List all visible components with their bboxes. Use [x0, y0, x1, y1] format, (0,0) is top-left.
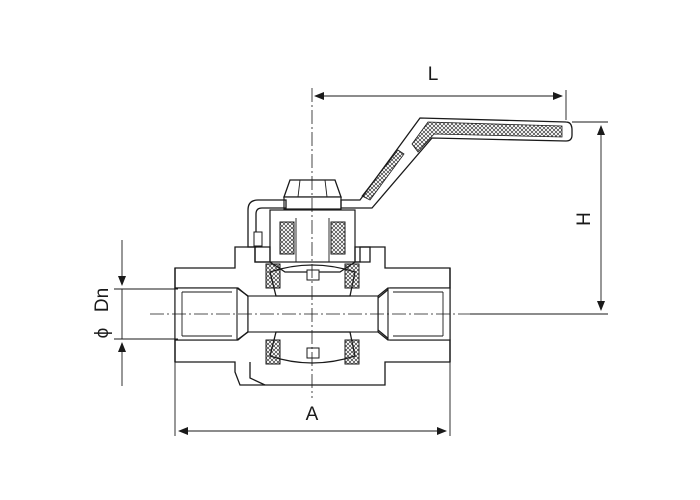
dimension-bore: Dn ϕ — [92, 240, 178, 386]
dimension-height: H — [470, 121, 608, 315]
center-lines — [150, 88, 470, 398]
hex-nut — [283, 179, 342, 210]
length-label: L — [428, 64, 439, 85]
lever-handle — [247, 117, 573, 248]
height-label: H — [574, 212, 595, 226]
diameter-symbol-icon: ϕ — [92, 328, 113, 339]
valve-stem — [254, 209, 371, 263]
bore-label: Dn — [92, 288, 113, 312]
ball-assembly — [265, 263, 360, 365]
dimension-length: L — [314, 64, 567, 120]
width-label: A — [306, 404, 319, 425]
dimension-width: A — [174, 362, 451, 436]
